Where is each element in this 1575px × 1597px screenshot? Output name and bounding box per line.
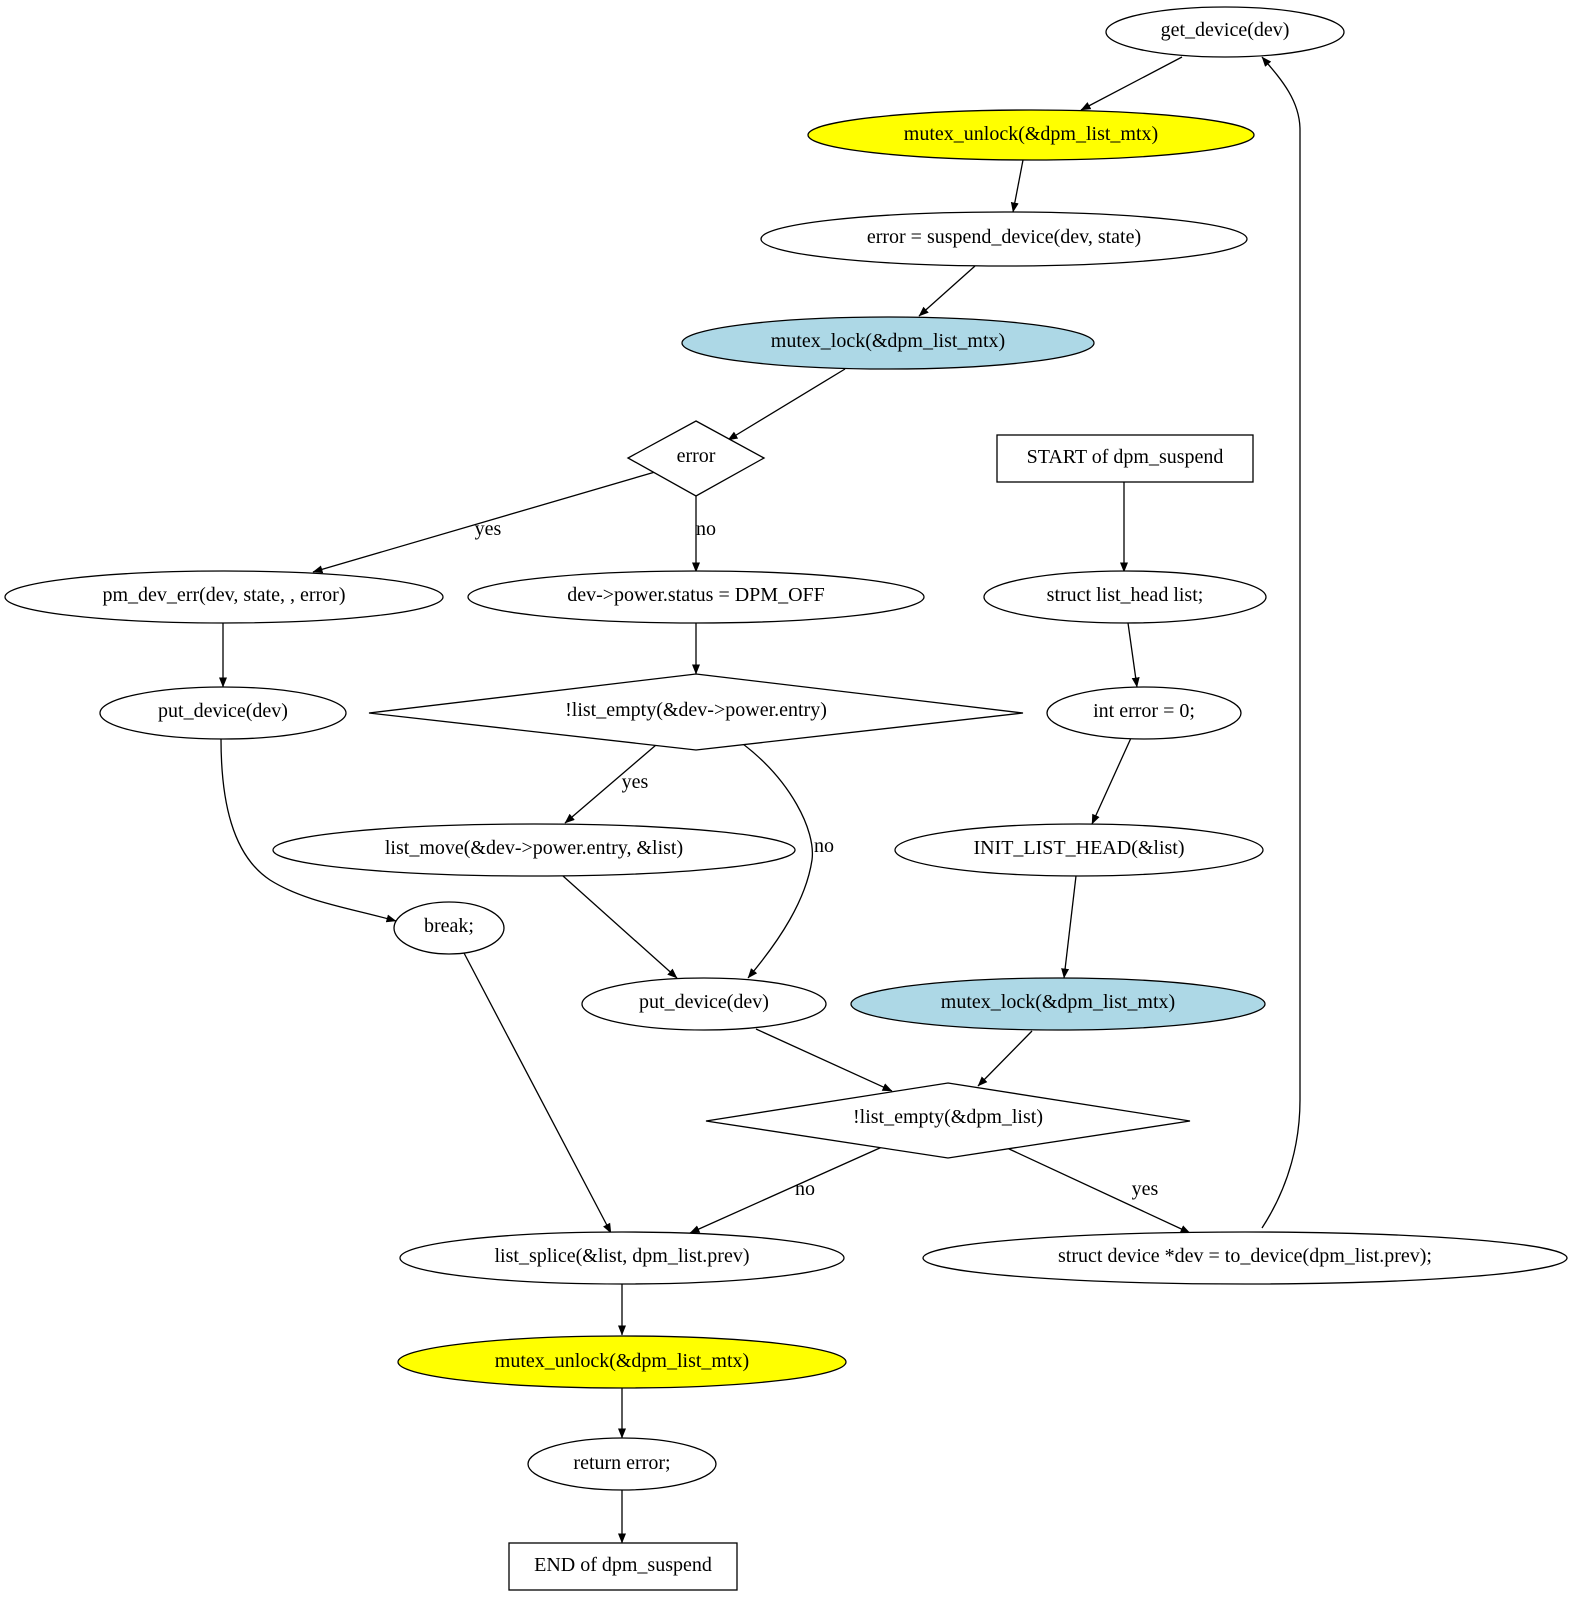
node-start[interactable]: START of dpm_suspend <box>996 434 1254 483</box>
edge-label-entry-no: no <box>814 835 834 857</box>
node-break[interactable]: break; <box>393 901 505 955</box>
svg-text:put_device(dev): put_device(dev) <box>639 991 769 1013</box>
svg-text:dev->power.status = DPM_OFF: dev->power.status = DPM_OFF <box>567 584 825 606</box>
svg-text:mutex_lock(&dpm_list_mtx): mutex_lock(&dpm_list_mtx) <box>941 991 1175 1013</box>
node-mutex-unlock-loop[interactable]: mutex_unlock(&dpm_list_mtx) <box>807 109 1255 161</box>
node-int-error[interactable]: int error = 0; <box>1046 686 1242 740</box>
svg-text:START of dpm_suspend: START of dpm_suspend <box>1027 446 1224 468</box>
edge-to-device-loop-to-get-device <box>1261 56 1301 1229</box>
svg-text:list_splice(&list, dpm_list.pr: list_splice(&list, dpm_list.prev) <box>495 1245 750 1267</box>
node-suspend-device[interactable]: error = suspend_device(dev, state) <box>760 211 1248 267</box>
edge-break-to-list-splice <box>463 952 612 1234</box>
node-mutex-lock-loop[interactable]: mutex_lock(&dpm_list_mtx) <box>681 316 1095 370</box>
svg-text:error: error <box>677 445 716 467</box>
edge-entry-yes-to-list-move <box>564 744 657 824</box>
svg-text:int error = 0;: int error = 0; <box>1093 700 1195 722</box>
edge-label-dpm-yes: yes <box>1132 1178 1159 1200</box>
svg-text:!list_empty(&dev->power.entry): !list_empty(&dev->power.entry) <box>565 699 827 721</box>
svg-text:mutex_unlock(&dpm_list_mtx): mutex_unlock(&dpm_list_mtx) <box>904 123 1158 145</box>
node-list-splice[interactable]: list_splice(&list, dpm_list.prev) <box>399 1231 845 1285</box>
node-mutex-unlock-end[interactable]: mutex_unlock(&dpm_list_mtx) <box>397 1335 847 1389</box>
svg-text:break;: break; <box>424 915 474 937</box>
edge-list-move-to-put-device <box>562 875 678 979</box>
svg-text:list_move(&dev->power.entry, &: list_move(&dev->power.entry, &list) <box>385 837 683 859</box>
node-pm-dev-err[interactable]: pm_dev_err(dev, state, , error) <box>4 570 444 624</box>
node-end[interactable]: END of dpm_suspend <box>508 1542 738 1591</box>
svg-text:INIT_LIST_HEAD(&list): INIT_LIST_HEAD(&list) <box>973 837 1184 859</box>
edge-lock-init-to-dpm-check <box>977 1030 1033 1087</box>
edge-lock-to-error <box>727 368 846 441</box>
edge-put-device-err-to-break <box>220 738 397 923</box>
edge-label-error-no: no <box>696 518 716 540</box>
svg-text:pm_dev_err(dev, state, , error: pm_dev_err(dev, state, , error) <box>102 584 345 606</box>
edge-int-error-to-init-list <box>1091 737 1132 825</box>
node-to-device[interactable]: struct device *dev = to_device(dpm_list.… <box>922 1231 1568 1285</box>
edge-dpm-no-to-list-splice <box>689 1146 883 1234</box>
svg-text:struct device *dev = to_device: struct device *dev = to_device(dpm_list.… <box>1058 1245 1432 1267</box>
node-init-list-head[interactable]: INIT_LIST_HEAD(&list) <box>894 823 1264 877</box>
edge-get-device-to-unlock <box>1080 56 1183 111</box>
edge-dpm-yes-to-to-device <box>1006 1147 1191 1234</box>
svg-text:mutex_unlock(&dpm_list_mtx): mutex_unlock(&dpm_list_mtx) <box>495 1350 749 1372</box>
node-list-move[interactable]: list_move(&dev->power.entry, &list) <box>272 823 796 877</box>
svg-text:get_device(dev): get_device(dev) <box>1161 19 1290 41</box>
edge-entry-no-to-put-device <box>742 743 814 979</box>
svg-text:struct list_head list;: struct list_head list; <box>1047 584 1204 606</box>
svg-text:END of dpm_suspend: END of dpm_suspend <box>534 1554 712 1576</box>
svg-text:return error;: return error; <box>573 1452 670 1474</box>
edge-suspend-to-lock <box>918 265 976 317</box>
edge-error-yes-to-pm-dev-err <box>312 471 656 574</box>
svg-text:error = suspend_device(dev, st: error = suspend_device(dev, state) <box>867 226 1141 248</box>
edge-unlock-to-suspend <box>1010 159 1024 213</box>
edge-label-entry-yes: yes <box>622 771 649 793</box>
svg-text:!list_empty(&dpm_list): !list_empty(&dpm_list) <box>853 1106 1043 1128</box>
edge-label-dpm-no: no <box>795 1178 815 1200</box>
node-put-device[interactable]: put_device(dev) <box>581 977 827 1031</box>
node-error-decision[interactable]: error <box>626 420 766 497</box>
edge-init-list-to-lock <box>1061 875 1077 979</box>
svg-text:put_device(dev): put_device(dev) <box>158 700 288 722</box>
node-mutex-lock-init[interactable]: mutex_lock(&dpm_list_mtx) <box>850 977 1266 1031</box>
edges <box>219 56 1301 1544</box>
node-put-device-err[interactable]: put_device(dev) <box>99 686 347 740</box>
edge-list-head-to-int-error <box>1127 622 1140 688</box>
edge-put-device-to-dpm-check <box>755 1028 893 1092</box>
nodes: get_device(dev) mutex_unlock(&dpm_list_m… <box>4 6 1568 1591</box>
node-return-error[interactable]: return error; <box>527 1437 717 1491</box>
node-dpm-list-empty-decision[interactable]: !list_empty(&dpm_list) <box>705 1082 1191 1159</box>
edge-label-error-yes: yes <box>475 518 502 540</box>
node-list-head[interactable]: struct list_head list; <box>983 570 1267 624</box>
node-power-status[interactable]: dev->power.status = DPM_OFF <box>467 570 925 624</box>
node-entry-empty-decision[interactable]: !list_empty(&dev->power.entry) <box>368 673 1024 751</box>
svg-text:mutex_lock(&dpm_list_mtx): mutex_lock(&dpm_list_mtx) <box>771 330 1005 352</box>
node-get-device[interactable]: get_device(dev) <box>1105 6 1345 58</box>
edge-labels: yes no yes no no yes <box>475 518 1159 1200</box>
